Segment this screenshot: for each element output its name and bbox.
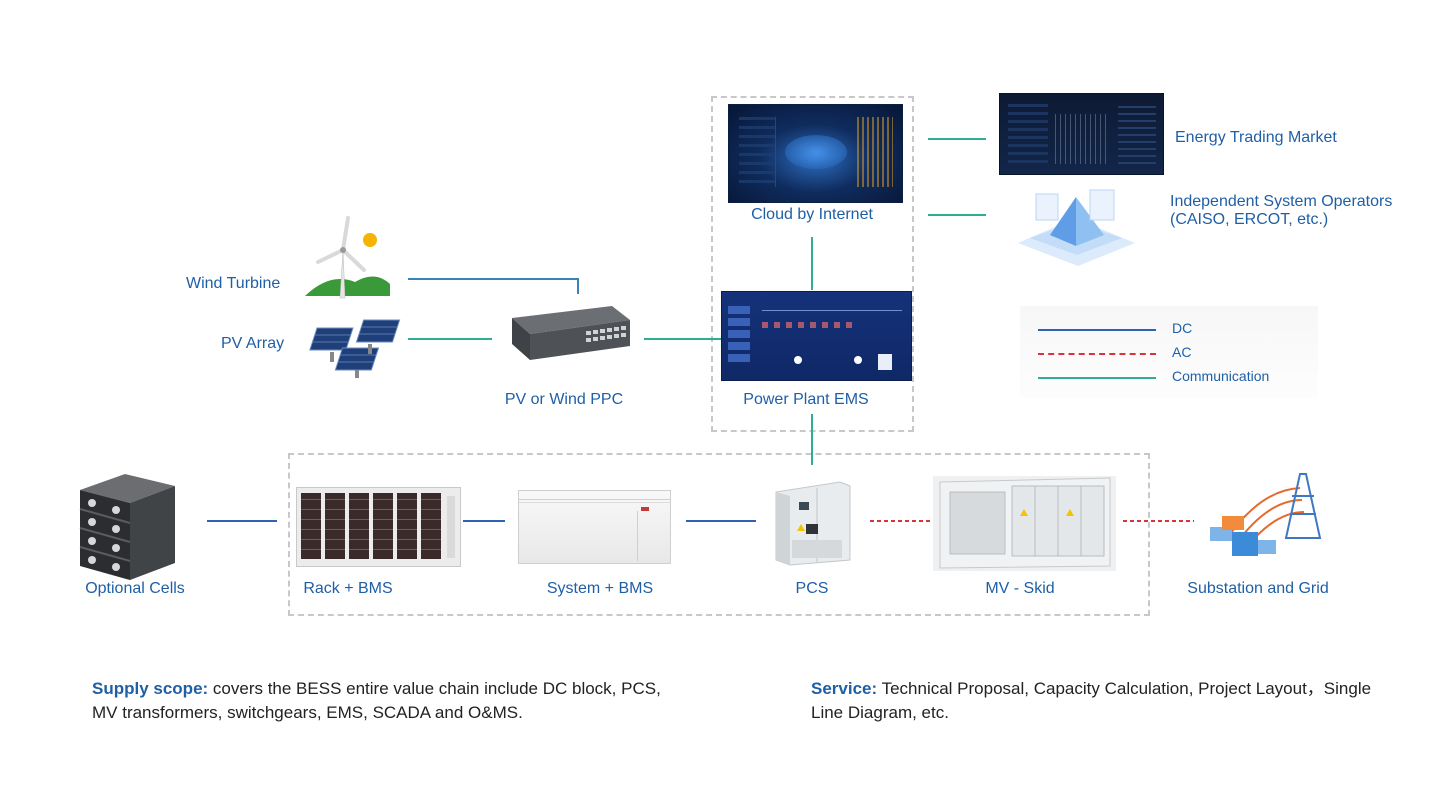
legend-row-communication: Communication <box>1020 366 1318 388</box>
label-mv-skid: MV - Skid <box>985 580 1055 597</box>
label-pv-array: PV Array <box>221 335 285 352</box>
ems-screen-image <box>721 291 912 381</box>
label-system-bms: System + BMS <box>546 580 654 597</box>
service-line1: Technical Proposal, Capacity Calculation… <box>877 679 1372 698</box>
supply-scope-title: Supply scope: <box>92 679 209 698</box>
label-iso-line1: Independent System Operators <box>1170 193 1393 210</box>
supply-scope-line1: covers the BESS entire value chain inclu… <box>208 679 661 698</box>
legend-box: DC AC Communication <box>1020 306 1318 398</box>
rack-bms-image <box>296 487 461 567</box>
legend-ac-label: AC <box>1172 344 1192 360</box>
system-bms-image <box>518 490 671 564</box>
label-cloud: Cloud by Internet <box>751 206 873 223</box>
service-title: Service: <box>811 679 878 698</box>
legend-communication-line <box>1038 377 1156 379</box>
service-line2: Line Diagram, etc. <box>811 703 949 722</box>
label-optional-cells: Optional Cells <box>85 580 185 597</box>
legend-row-dc: DC <box>1020 318 1318 340</box>
cloud-dashboard-image <box>728 104 903 203</box>
legend-communication-label: Communication <box>1172 368 1270 384</box>
energy-market-image <box>999 93 1164 175</box>
label-ems: Power Plant EMS <box>743 391 869 408</box>
label-rack-bms: Rack + BMS <box>303 580 393 597</box>
label-pcs: PCS <box>795 580 829 597</box>
label-iso-line2: (CAISO, ERCOT, etc.) <box>1170 211 1329 228</box>
legend-ac-line <box>1038 353 1156 355</box>
bess-group-box <box>288 453 1150 616</box>
label-wind-turbine: Wind Turbine <box>186 275 281 292</box>
label-ppc: PV or Wind PPC <box>504 391 624 408</box>
label-substation: Substation and Grid <box>1187 580 1329 597</box>
supply-scope-text: Supply scope: covers the BESS entire val… <box>92 677 712 725</box>
service-text: Service: Technical Proposal, Capacity Ca… <box>811 677 1411 725</box>
legend-dc-line <box>1038 329 1156 331</box>
label-energy-market: Energy Trading Market <box>1175 129 1337 146</box>
legend-row-ac: AC <box>1020 342 1318 364</box>
supply-scope-line2: MV transformers, switchgears, EMS, SCADA… <box>92 703 523 722</box>
legend-dc-label: DC <box>1172 320 1193 336</box>
wind-ppc-line <box>408 278 579 294</box>
